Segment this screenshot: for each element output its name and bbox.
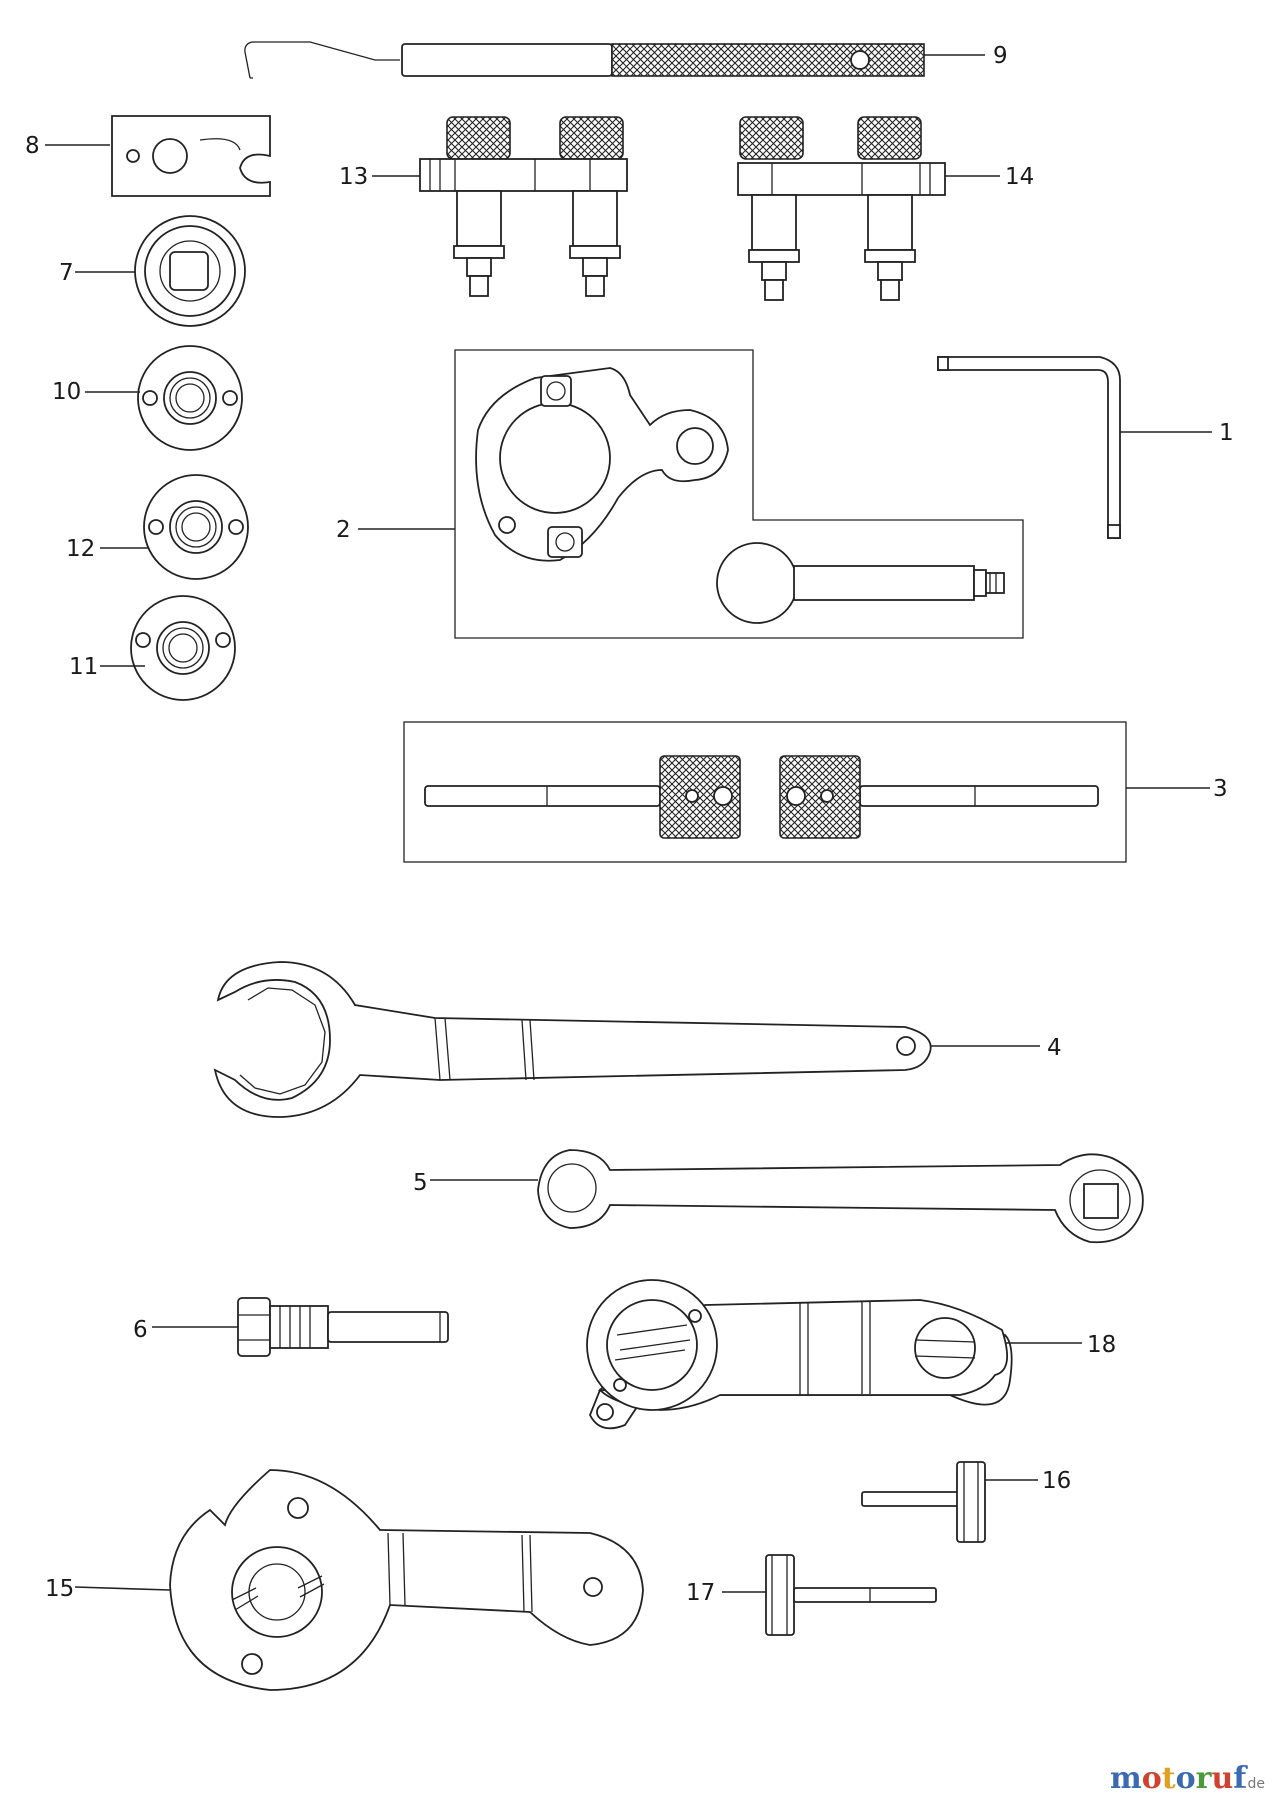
label-11: 11 [69, 654, 98, 680]
part-6-bolt [152, 1297, 449, 1357]
label-12: 12 [66, 536, 95, 562]
watermark-suffix: .de [1243, 1776, 1265, 1792]
part-7-disc [75, 215, 246, 327]
part-14-double-holder [737, 116, 1000, 301]
label-18: 18 [1087, 1332, 1116, 1358]
part-13-double-holder [372, 116, 628, 297]
part-17-pin [722, 1554, 937, 1636]
part-labels: 9 8 13 14 7 10 1 2 12 11 3 4 5 6 18 16 1… [25, 43, 1234, 1606]
label-13: 13 [339, 164, 368, 190]
part-1-hex-key [937, 356, 1212, 539]
watermark-letter: m [1110, 1761, 1142, 1796]
label-7: 7 [59, 260, 74, 286]
label-4: 4 [1047, 1035, 1062, 1061]
label-17: 17 [686, 1580, 715, 1606]
part-10-flange [85, 345, 243, 451]
part-5-box-wrench [430, 1149, 1144, 1244]
part-9-hook-tool [244, 41, 985, 79]
watermark-letter: r [1196, 1761, 1213, 1796]
watermark-logo: motoruf .de [1110, 1761, 1265, 1796]
label-8: 8 [25, 133, 40, 159]
label-16: 16 [1042, 1468, 1071, 1494]
svg-text:motoruf: motoruf [1110, 1761, 1248, 1796]
label-14: 14 [1005, 164, 1034, 190]
label-3: 3 [1213, 776, 1228, 802]
part-11-flange [100, 595, 236, 701]
label-6: 6 [133, 1317, 148, 1343]
label-9: 9 [993, 43, 1008, 69]
part-3-alignment-bar [403, 721, 1210, 863]
part-18-holder [586, 1279, 1082, 1430]
label-5: 5 [413, 1170, 428, 1196]
label-15: 15 [45, 1576, 74, 1602]
part-15-large-holder [74, 1469, 644, 1691]
part-16-pin [861, 1461, 1038, 1543]
part-4-wrench [213, 961, 1040, 1118]
part-2-holder-kit [358, 349, 1024, 639]
watermark-letter: u [1211, 1761, 1233, 1796]
part-8-fork-plate [45, 115, 271, 197]
watermark-letter: t [1162, 1761, 1176, 1796]
watermark-letter: o [1176, 1761, 1196, 1796]
part-12-flange [100, 474, 249, 580]
label-2: 2 [336, 517, 351, 543]
watermark-letter: f [1233, 1761, 1248, 1796]
watermark-letter: o [1142, 1761, 1162, 1796]
label-1: 1 [1219, 420, 1234, 446]
label-10: 10 [52, 379, 81, 405]
